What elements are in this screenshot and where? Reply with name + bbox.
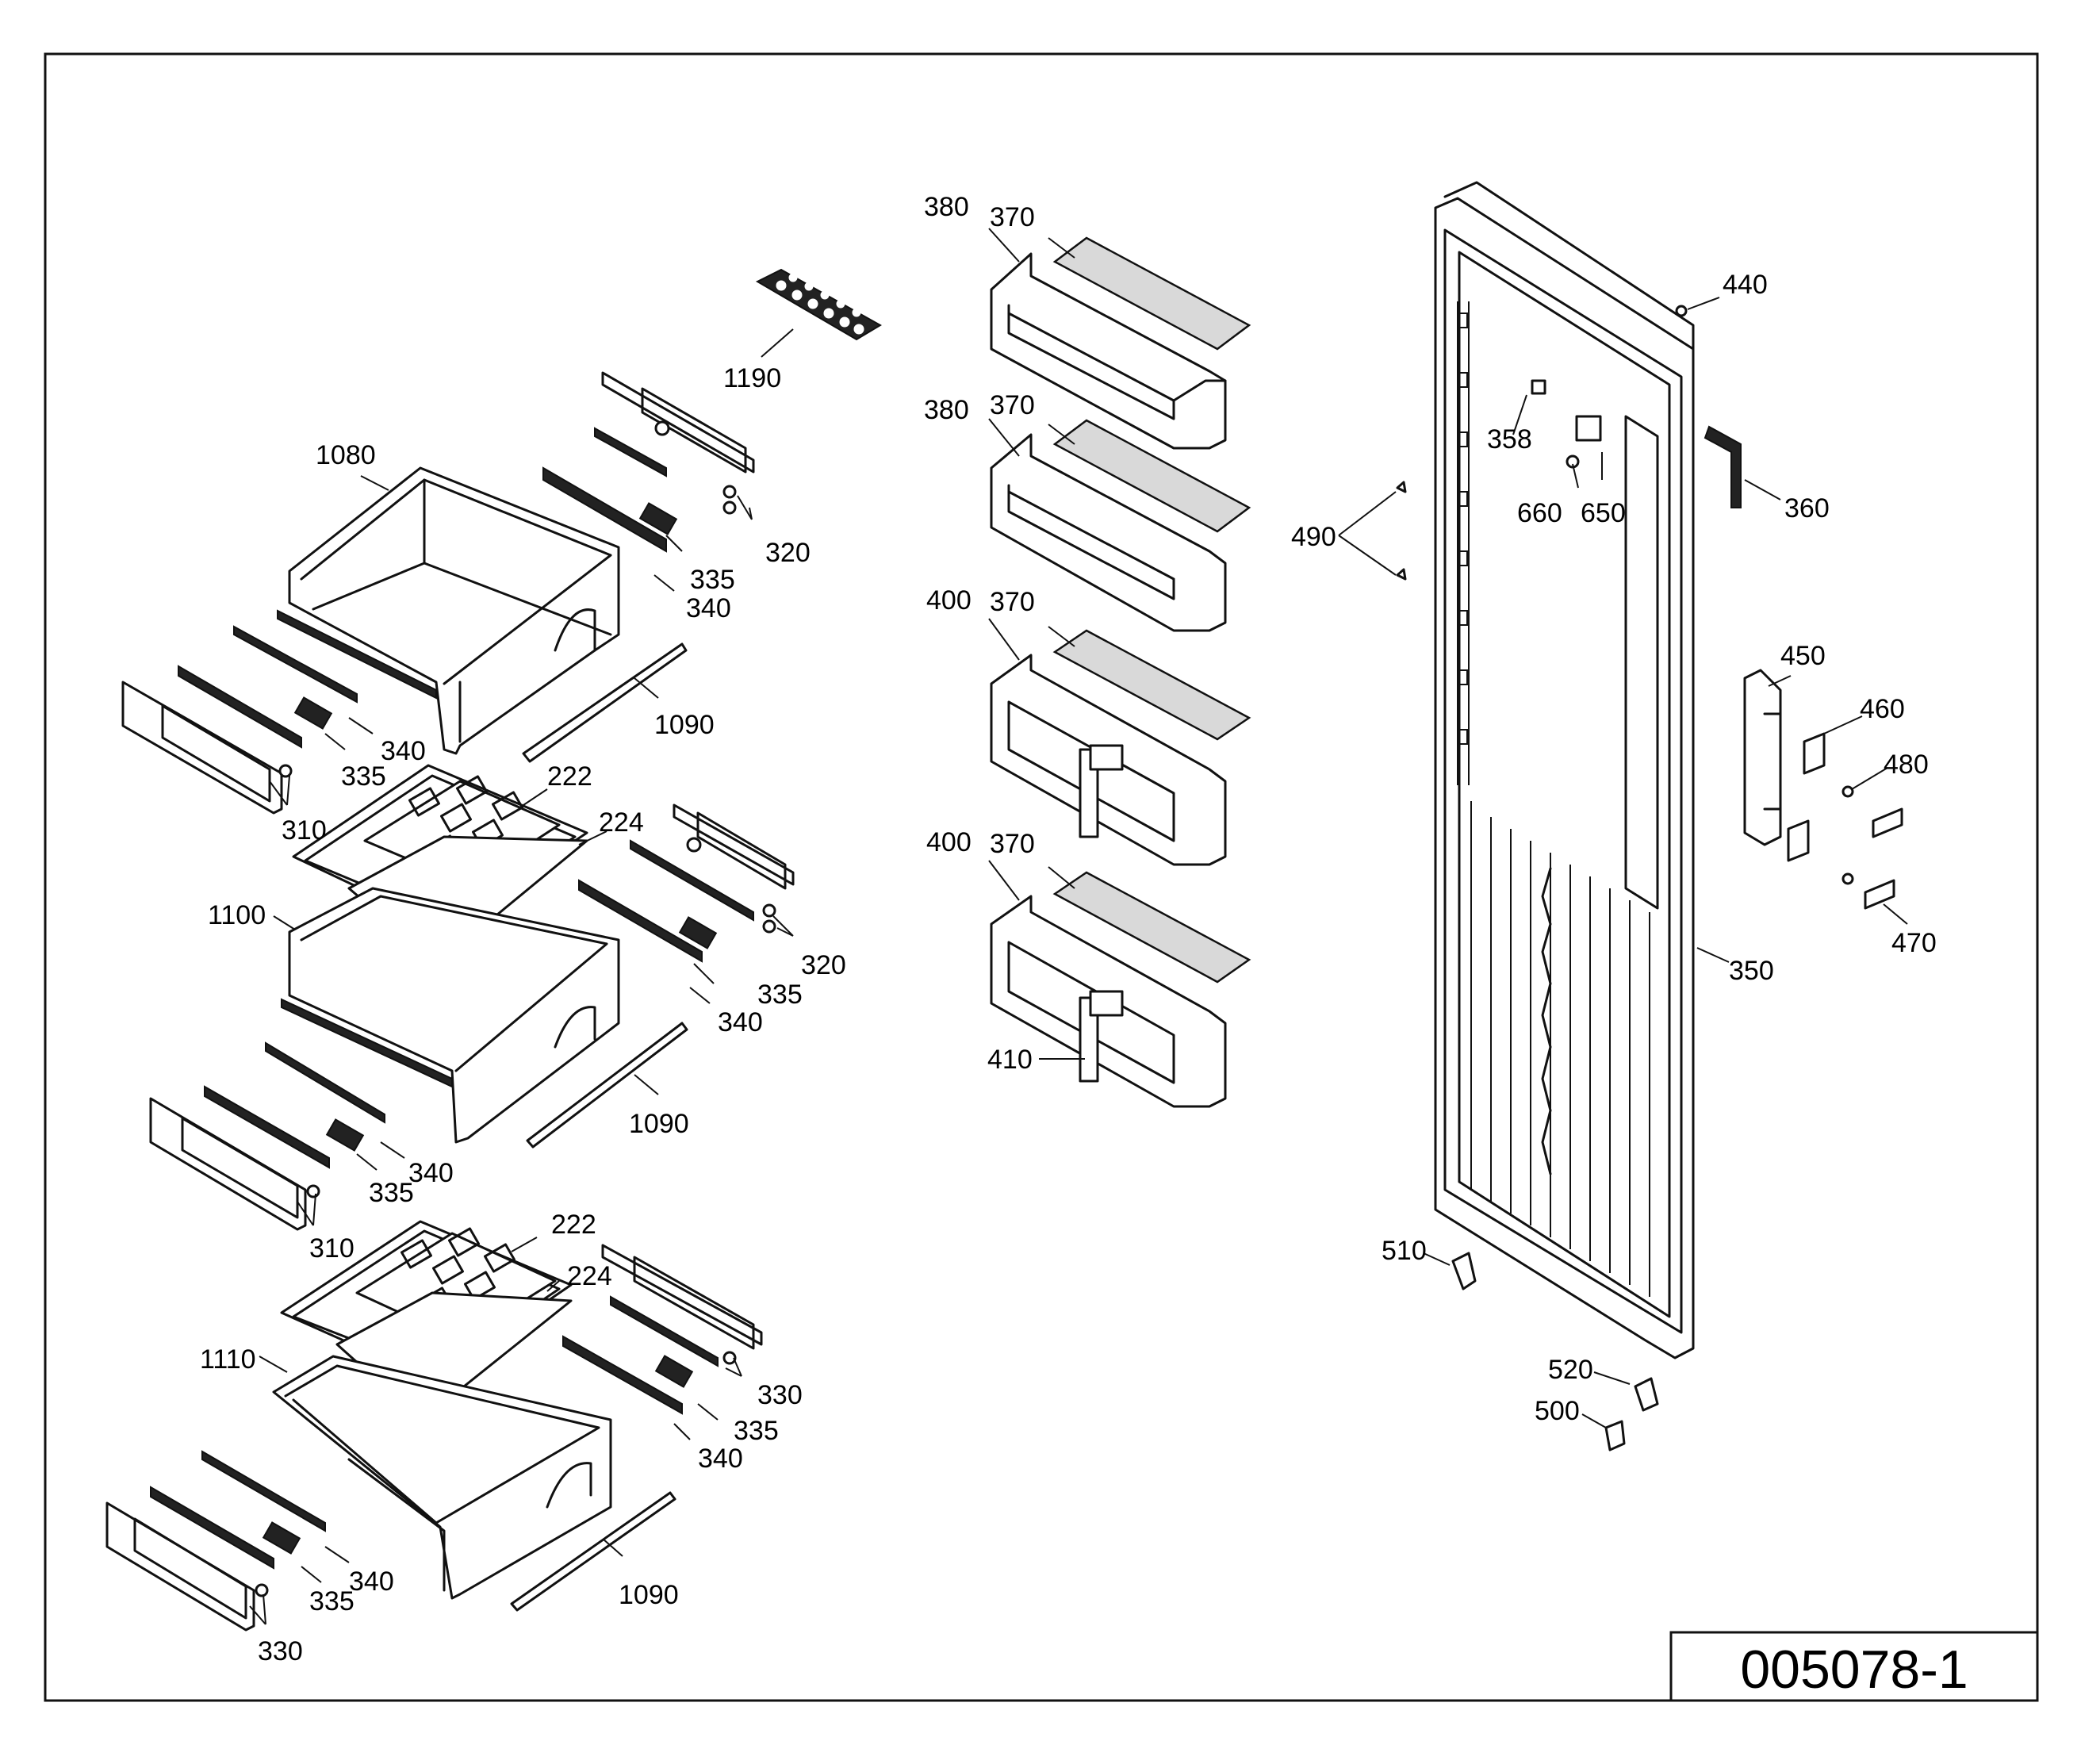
part-label: 660 <box>1517 498 1562 528</box>
part-label: 330 <box>258 1636 303 1666</box>
shelf-glass-lower <box>280 1220 573 1413</box>
front-trim-1090-c <box>510 1491 676 1612</box>
rails-upper-right-2 <box>578 803 795 963</box>
part-label: 224 <box>567 1261 612 1291</box>
part-label: 370 <box>990 390 1035 420</box>
front-trim-1090-a <box>522 642 688 763</box>
rails-lower-left-2 <box>149 1041 385 1231</box>
part-label: 330 <box>757 1380 803 1410</box>
part-label: 360 <box>1784 493 1830 523</box>
part-label: 370 <box>990 829 1035 859</box>
part-label: 340 <box>698 1444 743 1474</box>
door-shelf-2 <box>990 419 1251 632</box>
part-label: 370 <box>990 202 1035 232</box>
part-label: 1110 <box>200 1344 256 1375</box>
door-shelf-3 <box>990 629 1251 866</box>
part-label: 224 <box>599 807 644 838</box>
rails-lower-left-3 <box>105 1450 326 1632</box>
part-label: 490 <box>1291 522 1336 552</box>
part-label: 358 <box>1487 424 1532 454</box>
drawing-code: 005078-1 <box>1740 1639 1968 1700</box>
part-label: 380 <box>924 192 969 222</box>
part-label: 335 <box>341 761 386 792</box>
part-label: 310 <box>309 1233 354 1264</box>
part-label: 320 <box>801 950 846 980</box>
front-trim-1090-b <box>526 1022 688 1149</box>
rails-upper-right <box>542 371 755 553</box>
door-shelf-4 <box>990 871 1251 1108</box>
part-label: 460 <box>1860 694 1905 724</box>
part-label: 310 <box>282 815 327 846</box>
part-label: 222 <box>551 1210 596 1240</box>
part-label: 320 <box>765 538 811 568</box>
part-labels: 380 370 380 370 400 370 400 370 410 440 … <box>200 192 1937 1666</box>
part-label: 340 <box>381 736 426 766</box>
part-label: 440 <box>1723 270 1768 300</box>
part-label: 400 <box>926 827 972 857</box>
part-label: 520 <box>1548 1355 1593 1385</box>
crisper-drawer-1100 <box>281 887 620 1144</box>
part-label: 335 <box>690 565 735 595</box>
part-label: 380 <box>924 395 969 425</box>
part-label: 480 <box>1884 750 1929 780</box>
door-small-parts <box>1396 305 1903 1451</box>
part-label: 400 <box>926 585 972 615</box>
part-label: 450 <box>1780 641 1826 671</box>
part-label: 1190 <box>723 363 781 393</box>
part-label: 370 <box>990 587 1035 617</box>
part-label: 1090 <box>629 1109 689 1139</box>
part-label: 510 <box>1382 1236 1427 1266</box>
drawing-code-box: 005078-1 <box>1669 1631 2039 1702</box>
part-label: 1090 <box>619 1580 679 1610</box>
door-panel <box>1434 181 1695 1359</box>
crisper-drawer-1080 <box>277 466 620 755</box>
rails-upper-right-3 <box>562 1244 763 1415</box>
part-label: 340 <box>718 1007 763 1037</box>
part-label: 1090 <box>654 710 715 740</box>
part-label: 335 <box>309 1586 354 1616</box>
part-label: 500 <box>1535 1396 1580 1426</box>
part-label: 650 <box>1581 498 1626 528</box>
part-label: 335 <box>369 1178 414 1208</box>
door-shelf-1 <box>990 236 1251 450</box>
part-label: 340 <box>408 1158 454 1188</box>
part-label: 335 <box>757 980 803 1010</box>
part-label: 470 <box>1891 928 1937 958</box>
part-label: 222 <box>547 761 592 792</box>
leader-lines <box>249 228 1908 1625</box>
part-label: 1080 <box>316 440 376 470</box>
drawing-frame <box>44 52 2039 1702</box>
part-label: 340 <box>349 1567 394 1597</box>
part-label: 350 <box>1729 956 1774 986</box>
part-label: 410 <box>987 1045 1033 1075</box>
rails-lower-left-1 <box>121 625 358 815</box>
egg-tray <box>755 268 882 341</box>
part-label: 335 <box>734 1416 779 1446</box>
part-label: 1100 <box>208 900 266 930</box>
freezer-drawer-1110 <box>272 1355 612 1600</box>
part-label: 340 <box>686 593 731 623</box>
